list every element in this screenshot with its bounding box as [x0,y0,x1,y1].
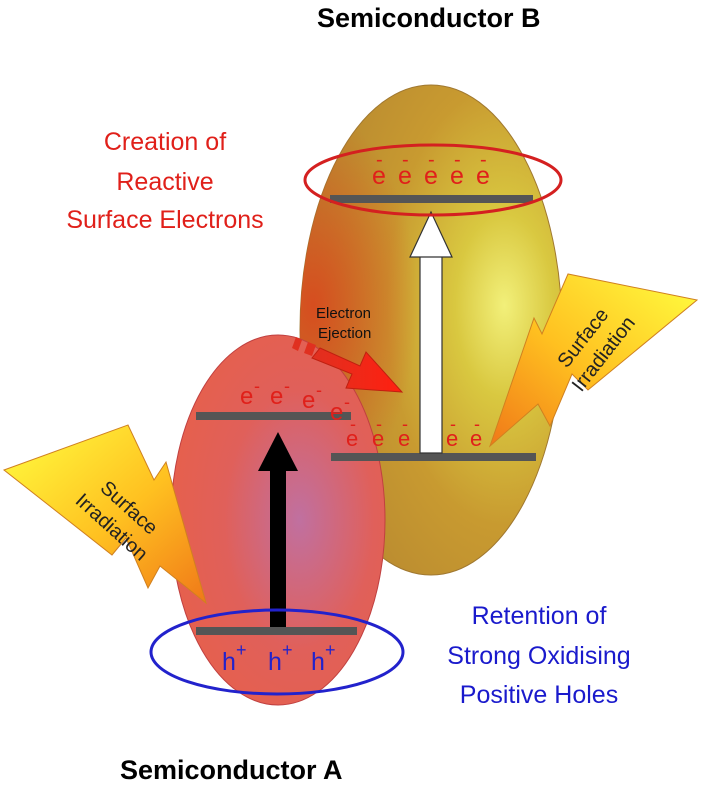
a-holes: h + h + h + [222,640,336,676]
ejection-label-line2: Ejection [318,325,371,342]
title-semiconductor-b: Semiconductor B [317,3,541,33]
electron-label: e [302,387,315,414]
electron-label: e [372,426,384,451]
electron-label: e [270,383,283,410]
electron-label: e [398,426,410,451]
hole-sign: + [282,640,293,660]
title-semiconductor-a: Semiconductor A [120,755,343,785]
electron-sign: - [480,149,487,171]
electron-label: e [470,426,482,451]
electron-sign: - [376,149,383,171]
creation-label-line1: Creation of [104,128,226,156]
creation-label-line3: Surface Electrons [66,206,263,234]
hole-label: h [268,648,282,676]
electron-label: e [446,426,458,451]
electron-label: e [424,162,438,190]
hole-sign: + [236,640,247,660]
irradiation-bolt-right [488,273,699,448]
ejection-label-line1: Electron [316,305,371,322]
a-valence-band [196,627,357,635]
hole-label: h [222,648,236,676]
electron-sign: - [454,149,461,171]
a-excitation-arrow [258,432,298,627]
irradiation-bolt-left [2,424,207,605]
electron-ejection-arrow [292,337,404,393]
a-conduction-band [196,412,351,420]
b-lower-electrons: e - e - e - e - e - [346,414,482,451]
electron-sign: - [474,414,480,434]
electron-label: e [240,383,253,410]
electron-label: e [450,162,464,190]
electron-sign: - [402,149,409,171]
retention-label-line3: Positive Holes [460,681,618,709]
b-excitation-arrow [409,210,453,454]
electron-sign: - [254,376,260,396]
electron-label: e [330,399,343,426]
hole-sign: + [325,640,336,660]
electron-sign: - [284,376,290,396]
electron-sign: - [350,414,356,434]
electron-sign: - [344,392,350,412]
creation-label-line2: Reactive [116,168,213,196]
electron-sign: - [316,380,322,400]
hole-label: h [311,648,325,676]
electron-label: e [398,162,412,190]
electron-sign: - [376,414,382,434]
b-valence-band [331,453,536,461]
b-top-electrons: e - e - e - e - e - [372,149,490,190]
electron-sign: - [450,414,456,434]
electron-sign: - [402,414,408,434]
positive-holes-ellipse [149,608,405,696]
electron-label: e [372,162,386,190]
retention-label-line1: Retention of [472,602,607,630]
electron-label: e [346,426,358,451]
electron-sign: - [428,149,435,171]
electron-label: e [476,162,490,190]
a-electrons: e - e - e - e - [240,376,350,426]
b-conduction-band [330,195,533,203]
retention-label-line2: Strong Oxidising [447,642,630,670]
reactive-electrons-ellipse [303,143,563,217]
